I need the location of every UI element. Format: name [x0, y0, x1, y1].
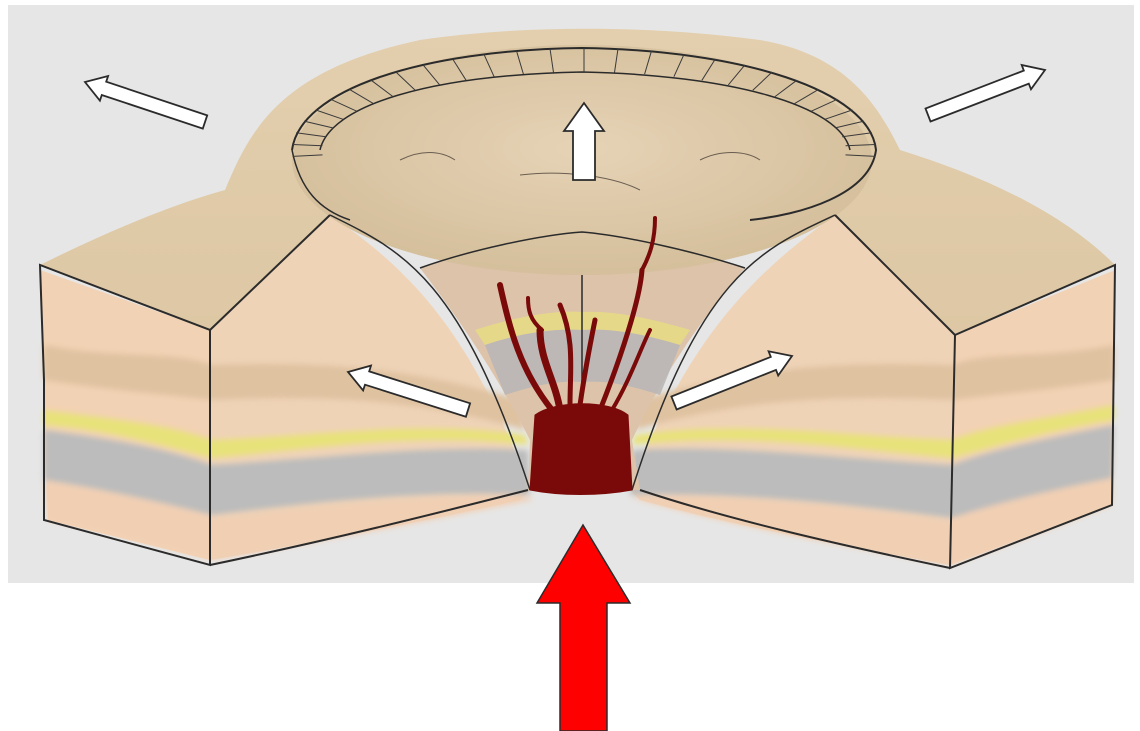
magma-chamber: [530, 404, 632, 495]
